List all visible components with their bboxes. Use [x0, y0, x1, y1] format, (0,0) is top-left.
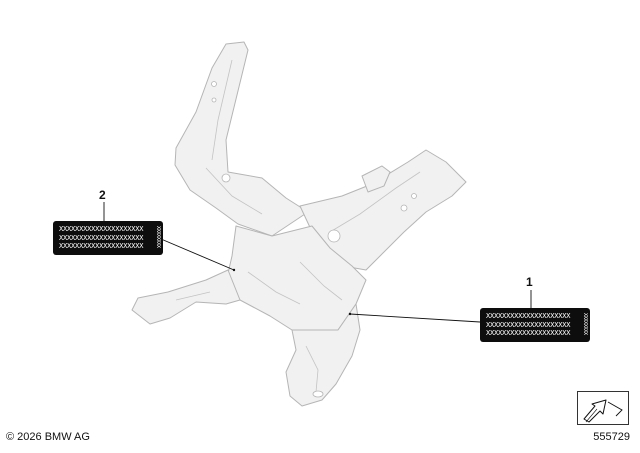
- arrow-nav-button[interactable]: [577, 391, 629, 425]
- arrow-nav-icon: [583, 399, 623, 423]
- label-sticker-2: XXXXXXXXXXXXXXXXXXXXX XXXXXXXXXXXXXXXXXX…: [53, 221, 163, 255]
- label-side-text: XXXXXXXX: [155, 226, 161, 248]
- image-number: 555729: [593, 431, 630, 443]
- label-line: XXXXXXXXXXXXXXXXXXXXX: [486, 320, 571, 329]
- leader-line-1-horizontal: [349, 313, 481, 323]
- label-side-text: XXXXXXXX: [582, 313, 588, 335]
- callout-number-2: 2: [99, 188, 106, 202]
- leader-line-2-diagonal: [160, 238, 235, 271]
- label-line: XXXXXXXXXXXXXXXXXXXXX: [59, 242, 144, 250]
- label-line: XXXXXXXXXXXXXXXXXXXXX: [59, 233, 144, 242]
- leader-dot-1: [348, 312, 352, 316]
- label-sticker-1: XXXXXXXXXXXXXXXXXXXXX XXXXXXXXXXXXXXXXXX…: [480, 308, 590, 342]
- bracket-left-arm: [174, 41, 309, 237]
- bracket-lower-leg: [285, 303, 361, 407]
- label-line: XXXXXXXXXXXXXXXXXXXXX: [486, 312, 571, 320]
- label-line: XXXXXXXXXXXXXXXXXXXXX: [59, 225, 144, 233]
- leader-dot-2: [232, 268, 236, 272]
- copyright-text: © 2026 BMW AG: [6, 431, 90, 443]
- callout-number-1: 1: [526, 275, 533, 289]
- label-line: XXXXXXXXXXXXXXXXXXXXX: [486, 329, 571, 337]
- bracket-left-foot: [131, 269, 241, 325]
- bracket-right-flange: [361, 165, 391, 193]
